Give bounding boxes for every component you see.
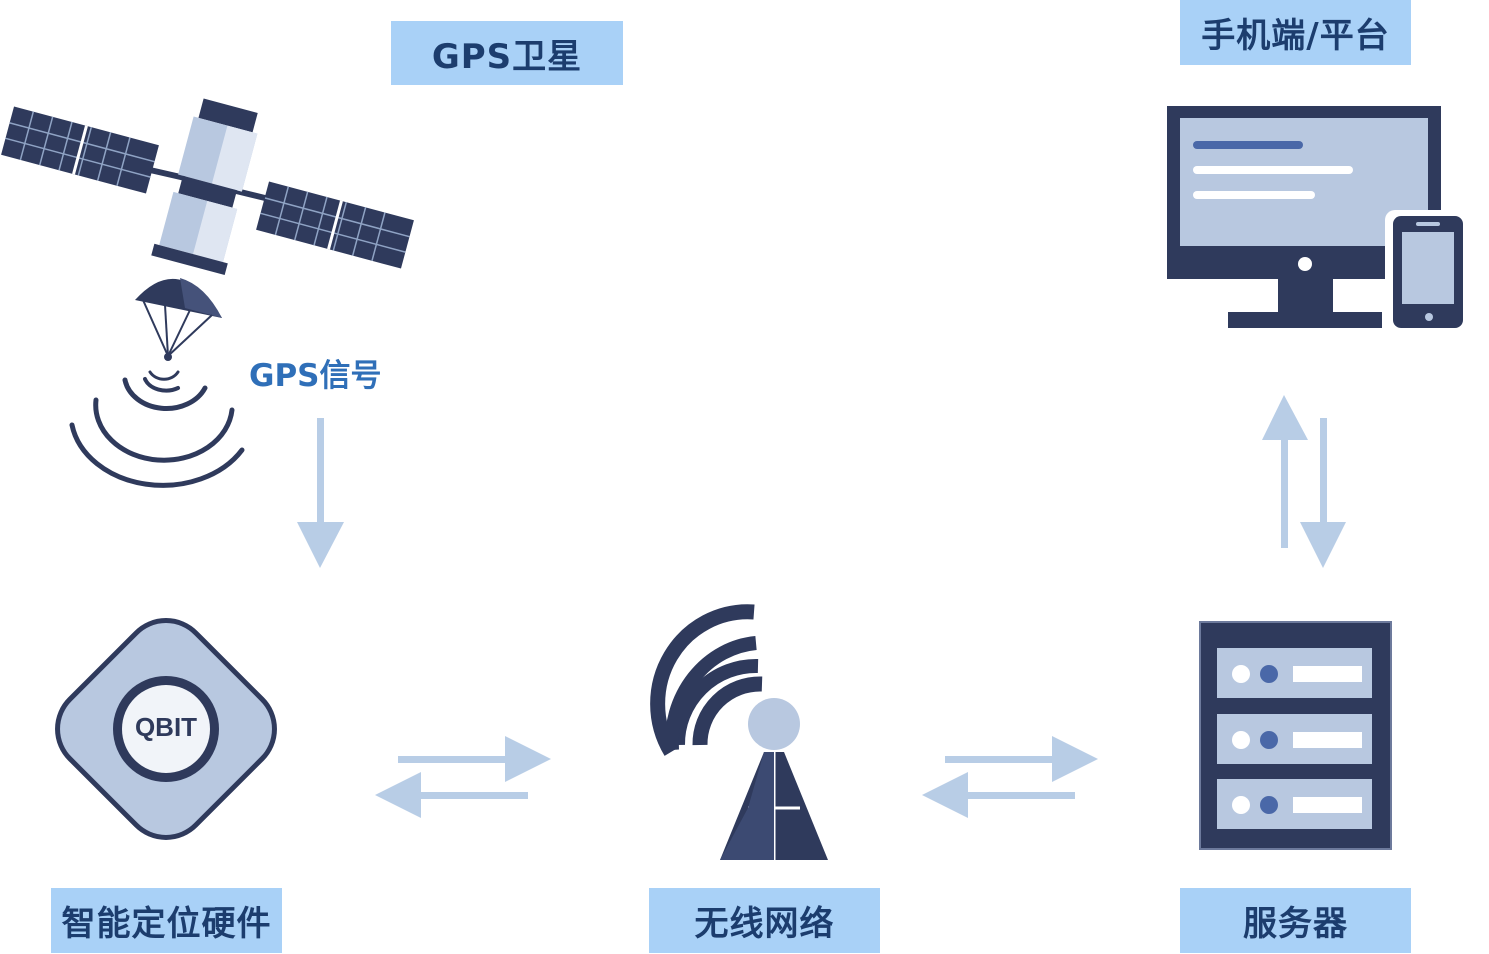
server-icon bbox=[1199, 621, 1392, 850]
arrow-left-icon bbox=[922, 772, 1075, 818]
wireless-tower-icon bbox=[650, 604, 828, 860]
phone-icon bbox=[1385, 210, 1468, 332]
monitor-icon bbox=[1167, 106, 1441, 328]
arrow-up-icon bbox=[1262, 395, 1308, 548]
arrow-right-icon bbox=[398, 736, 551, 782]
network-label: 无线网络 bbox=[649, 888, 880, 953]
hardware-label: 智能定位硬件 bbox=[51, 888, 282, 953]
qbit-device-icon bbox=[55, 618, 277, 840]
arrow-down-icon bbox=[297, 418, 344, 568]
arrow-down-icon bbox=[1300, 418, 1346, 568]
arrow-right-icon bbox=[945, 736, 1098, 782]
satellite-label: GPS卫星 bbox=[391, 21, 623, 85]
gps-signal-label: GPS信号 bbox=[249, 358, 382, 394]
platform-label: 手机端/平台 bbox=[1180, 0, 1411, 65]
satellite-icon bbox=[1, 98, 414, 361]
device-brand-text: QBIT bbox=[134, 712, 198, 742]
signal-waves-icon bbox=[69, 370, 245, 488]
server-label: 服务器 bbox=[1180, 888, 1411, 953]
arrow-left-icon bbox=[375, 772, 528, 818]
